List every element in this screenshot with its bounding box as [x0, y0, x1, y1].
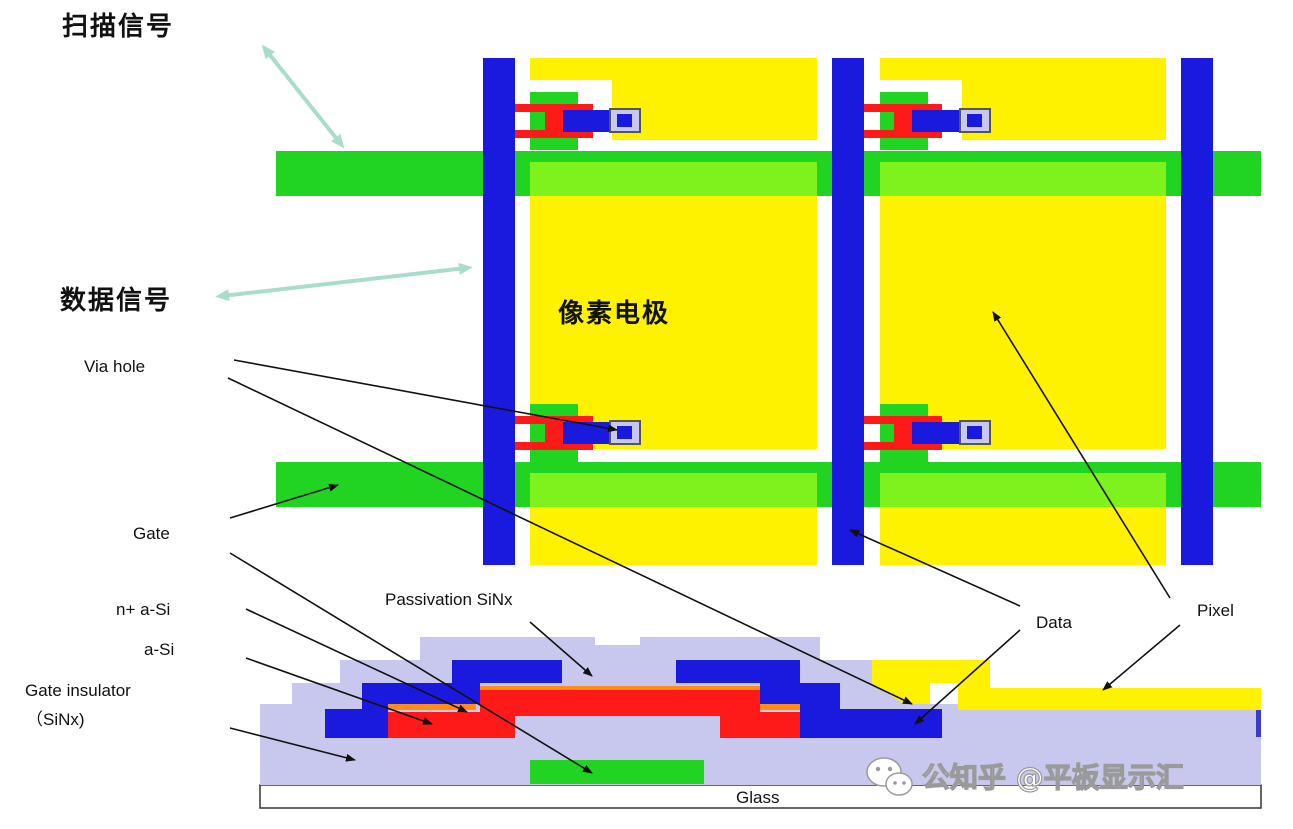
arrow-data-bottom — [914, 629, 1021, 725]
arrow-data-top — [849, 529, 1021, 607]
arrow-passivation — [529, 621, 593, 677]
label-data-signal: 数据信号 — [60, 286, 173, 316]
drain-electrode — [676, 660, 942, 738]
pixel-electrode-top-left — [530, 58, 817, 449]
via-hole — [617, 114, 632, 127]
arrow-n-plus-asi — [245, 608, 468, 713]
overlap-region — [880, 162, 1166, 196]
data-line-2 — [832, 58, 864, 565]
source-electrode — [325, 660, 562, 738]
scan-signal-arrow — [261, 44, 345, 149]
arrow-gate-insulator — [229, 727, 356, 762]
overlap-region — [530, 473, 817, 507]
data-signal-arrow — [215, 262, 473, 302]
gate-electrode — [530, 760, 704, 784]
annotation-arrows — [227, 311, 1181, 774]
via-hole — [967, 426, 982, 439]
label-data: Data — [1036, 613, 1072, 632]
label-asi: a-Si — [144, 640, 175, 659]
wechat-icon — [866, 757, 913, 796]
asi-layer — [388, 690, 800, 738]
label-passivation: Passivation SiNx — [385, 590, 513, 609]
arrow-gate-top — [229, 483, 339, 519]
arrow-via-hole-bottom — [227, 377, 913, 705]
data-line-3 — [1181, 58, 1213, 565]
tft-device — [864, 404, 991, 462]
tft-device — [515, 92, 641, 150]
data-line-1 — [483, 58, 515, 565]
tft-device — [864, 92, 991, 150]
label-pixel: Pixel — [1197, 601, 1234, 620]
overlap-region — [530, 162, 817, 196]
arrow-pixel-top — [992, 311, 1171, 599]
watermark-text: 公知乎 @平板显示汇 — [921, 760, 1184, 794]
label-gate-insulator: Gate insulator — [25, 681, 131, 700]
signal-arrows — [215, 44, 473, 302]
label-gate: Gate — [133, 524, 170, 543]
label-n-plus-asi: n+ a-Si — [116, 600, 171, 619]
arrow-via-hole-top — [233, 359, 618, 433]
arrow-gate-bottom — [229, 552, 593, 774]
label-scan-signal: 扫描信号 — [62, 12, 175, 42]
label-glass: Glass — [736, 788, 780, 807]
label-gate-insulator-sinx: （SiNx) — [26, 710, 85, 729]
arrow-asi — [245, 657, 433, 725]
overlap-region — [880, 473, 1166, 507]
via-hole — [967, 114, 982, 127]
via-hole — [617, 426, 632, 439]
label-via-hole: Via hole — [84, 357, 146, 376]
pixel-electrode-top-right — [880, 58, 1166, 449]
pixel-edge — [1256, 710, 1261, 737]
arrow-pixel-bottom — [1102, 624, 1181, 691]
pixel-ito-layer — [872, 660, 1261, 710]
label-pixel-electrode: 像素电极 — [558, 299, 671, 329]
top-view — [276, 58, 1261, 565]
